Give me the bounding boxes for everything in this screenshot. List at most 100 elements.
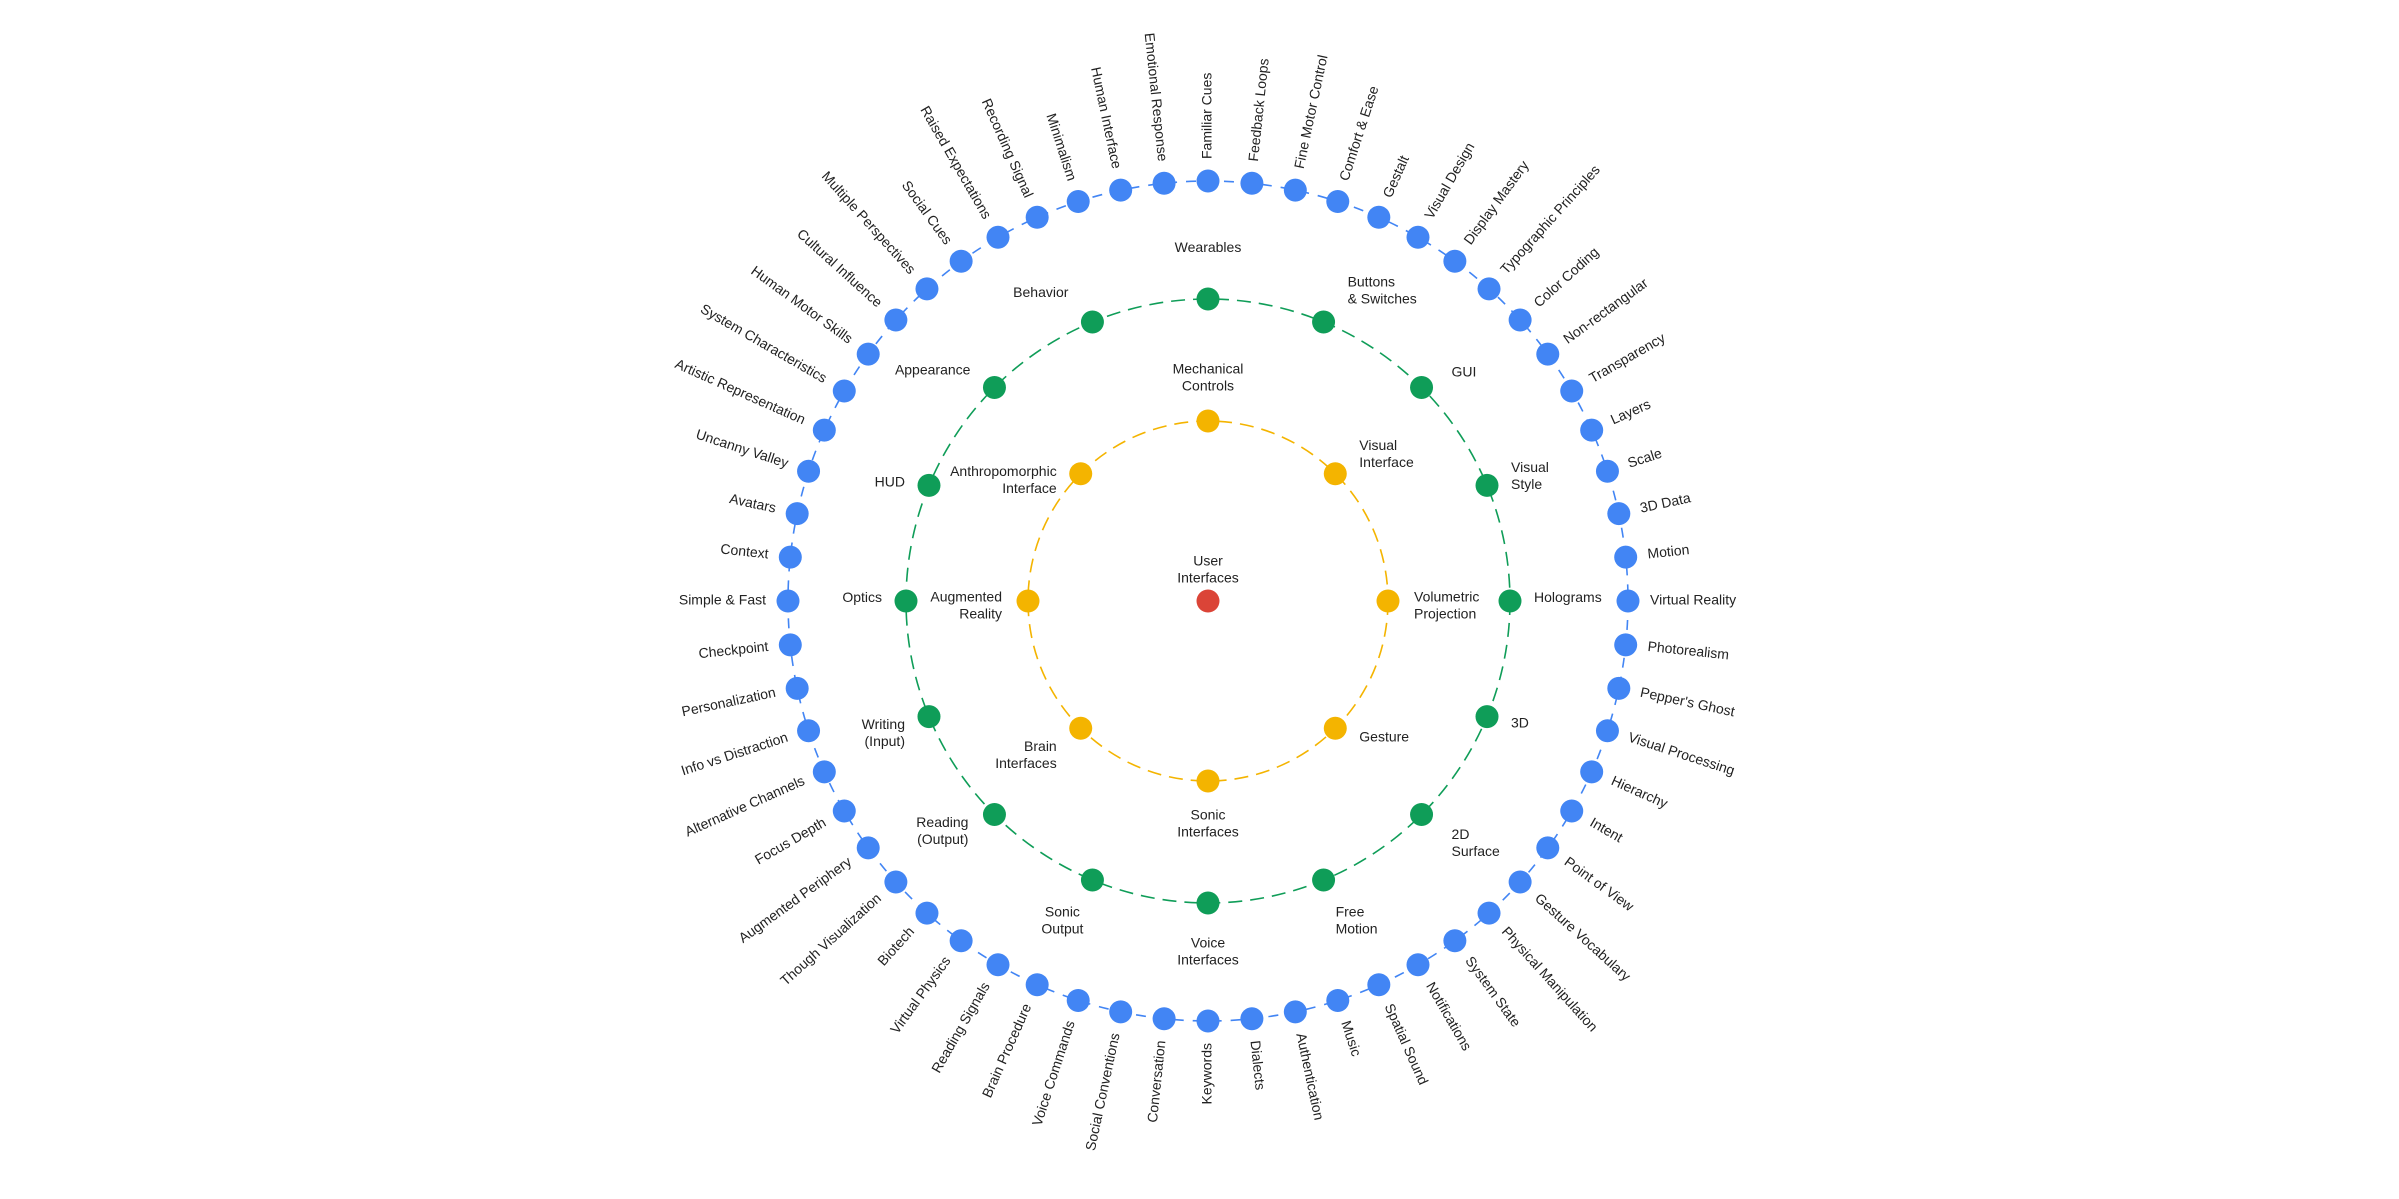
outer-label-layers: Layers [1608,396,1653,428]
outer-label-dialects: Dialects [1248,1040,1269,1091]
outer-label-point-of-view: Point of View [1562,853,1638,914]
inner-label-gesture: Gesture [1359,728,1409,744]
outer-node-visual-processing [1595,719,1619,743]
outer-label-human-interface: Human Interface [1088,65,1125,170]
outer-label-fine-motor-control: Fine Motor Control [1291,53,1331,170]
outer-node-though-visualization [884,870,908,894]
outer-node-avatars [785,502,809,526]
outer-label-gestalt: Gestalt [1379,153,1412,200]
outer-label-hierarchy: Hierarchy [1609,772,1670,811]
middle-label-reading-output: Reading(Output) [916,814,968,847]
middle-label-appearance: Appearance [895,361,971,377]
middle-label-sonic-output-line: Sonic [1045,904,1080,920]
inner-label-augmented-reality-line: Reality [959,606,1002,622]
middle-node-holograms [1498,589,1522,613]
middle-node-3d [1475,705,1499,729]
outer-node-virtual-physics [949,929,973,953]
outer-label-personalization: Personalization [680,684,777,720]
inner-label-brain-interfaces-line: Brain [1024,738,1057,754]
outer-node-info-vs-distraction [797,719,821,743]
middle-label-holograms-line: Holograms [1534,589,1602,605]
outer-label-checkpoint: Checkpoint [698,638,769,661]
outer-label-non-rectangular: Non-rectangular [1560,274,1651,346]
outer-label-minimalism: Minimalism [1043,111,1080,183]
outer-label-alternative-channels: Alternative Channels [682,772,807,839]
outer-node-transparency [1560,379,1584,403]
middle-label-writing-input-line: (Input) [865,733,905,749]
inner-label-visual-interface-line: Interface [1359,454,1414,470]
middle-label-visual-style-line: Visual [1511,459,1549,475]
outer-node-emotional-response [1152,171,1176,195]
outer-node-non-rectangular [1536,342,1560,366]
outer-label-virtual-physics: Virtual Physics [887,953,954,1036]
middle-node-gui [1410,375,1434,399]
outer-node-raised-expectations [986,225,1010,249]
outer-node-multiple-perspectives [915,277,939,301]
outer-node-context [778,545,802,569]
outer-label-pepper-s-ghost: Pepper's Ghost [1639,684,1736,720]
outer-label-scale: Scale [1625,445,1663,471]
outer-label-uncanny-valley: Uncanny Valley [694,426,790,471]
outer-node-reading-signals [986,953,1010,977]
outer-label-context: Context [720,541,770,562]
middle-node-appearance [982,375,1006,399]
outer-node-typographic-principles [1477,277,1501,301]
outer-node-artistic-representation [812,418,836,442]
outer-label-color-coding: Color Coding [1530,244,1601,311]
inner-label-volumetric-projection-line: Volumetric [1414,589,1479,605]
middle-node-reading-output [982,803,1006,827]
outer-label-info-vs-distraction: Info vs Distraction [679,729,790,779]
outer-node-scale [1595,459,1619,483]
outer-label-keywords: Keywords [1199,1043,1215,1104]
center-label-line: User [1193,553,1223,569]
middle-node-sonic-output [1080,868,1104,892]
inner-label-augmented-reality-line: Augmented [930,589,1002,605]
center-label-line: Interfaces [1177,570,1238,586]
outer-node-motion [1614,545,1638,569]
outer-node-photorealism [1614,633,1638,657]
inner-node-augmented-reality [1016,589,1040,613]
ring-nodes [776,169,1640,1033]
inner-node-brain-interfaces [1069,716,1093,740]
outer-node-cultural-influence [884,308,908,332]
inner-label-anthropomorphic-interface-line: Anthropomorphic [950,463,1057,479]
outer-label-focus-depth: Focus Depth [752,814,829,868]
middle-label-sonic-output-line: Output [1041,921,1083,937]
outer-node-biotech [915,901,939,925]
outer-node-point-of-view [1536,836,1560,860]
outer-label-recording-signal: Recording Signal [979,96,1037,200]
middle-node-buttons-and-switches [1312,310,1336,334]
inner-label-sonic-interfaces-line: Sonic [1190,807,1225,823]
outer-label-visual-processing: Visual Processing [1626,729,1737,779]
middle-node-voice-interfaces [1196,891,1220,915]
outer-node-simple-and-fast [776,589,800,613]
middle-label-voice-interfaces-line: Interfaces [1177,952,1238,968]
outer-label-artistic-representation: Artistic Representation [673,355,808,427]
outer-node-focus-depth [832,799,856,823]
outer-label-emotional-response: Emotional Response [1142,32,1171,162]
outer-label-authentication: Authentication [1293,1031,1327,1121]
middle-label-free-motion-line: Motion [1336,921,1378,937]
outer-node-3d-data [1607,502,1631,526]
outer-node-system-state [1443,929,1467,953]
outer-node-checkpoint [778,633,802,657]
outer-label-3d-data: 3D Data [1638,489,1692,515]
inner-label-mechanical-controls-line: Controls [1182,378,1234,394]
middle-label-buttons-and-switches-line: Buttons [1348,273,1395,289]
middle-node-free-motion [1312,868,1336,892]
outer-node-comfort-and-ease [1326,190,1350,214]
outer-label-conversation: Conversation [1144,1040,1169,1124]
outer-label-virtual-reality: Virtual Reality [1650,592,1736,608]
outer-node-virtual-reality [1616,589,1640,613]
middle-node-hud [917,473,941,497]
